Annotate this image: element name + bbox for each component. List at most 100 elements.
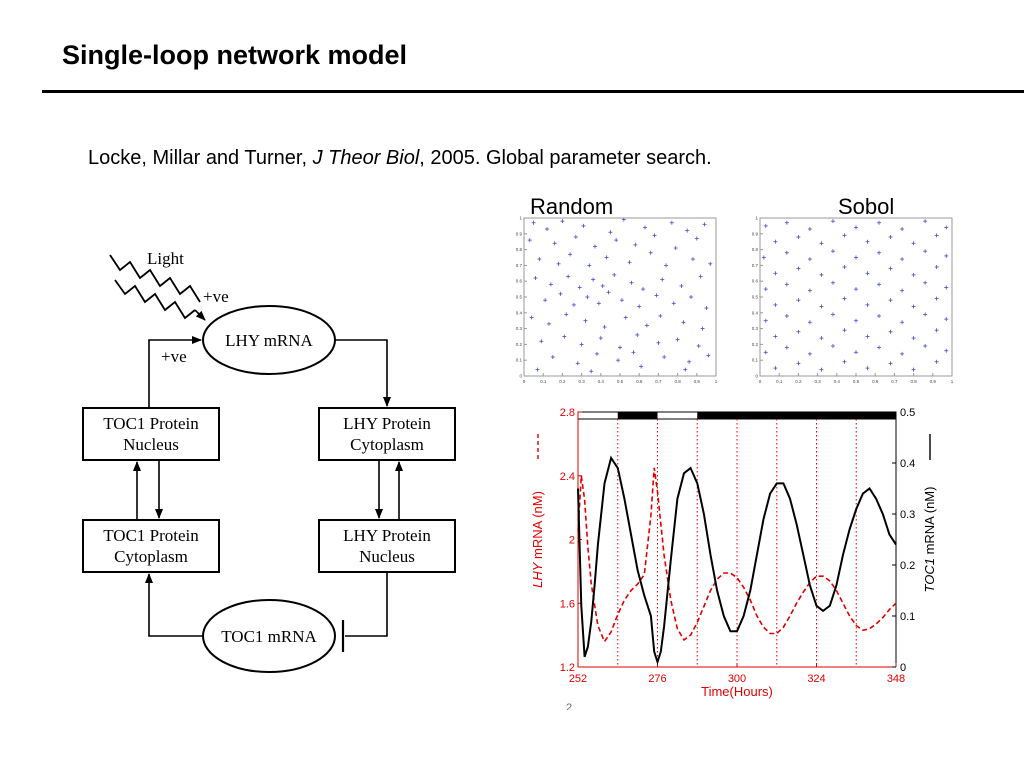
sample-point (842, 264, 847, 269)
sample-point (550, 355, 555, 360)
y-left-gene-name: LHY (530, 561, 545, 588)
citation-year-note: , 2005. Global parameter search. (419, 147, 712, 169)
x-tick-label: 0 (523, 379, 526, 384)
y-left-tick-label: 1.6 (560, 598, 575, 610)
sample-point (944, 348, 949, 353)
y-tick-label: 0.4 (516, 310, 523, 315)
slide-title: Single-loop network model (62, 40, 408, 70)
sample-point (911, 336, 916, 341)
sample-point (865, 366, 870, 371)
y-tick-label: 0.3 (752, 326, 759, 331)
sample-point (698, 274, 703, 279)
sample-point (587, 263, 592, 268)
x-tick-label: 252 (569, 673, 587, 685)
x-tick-label: 0.4 (834, 379, 841, 384)
x-tick-label: 0.9 (930, 379, 937, 384)
sample-point (627, 260, 632, 265)
sample-point (673, 246, 678, 251)
y-tick-label: 0.2 (516, 342, 523, 347)
sample-point (900, 320, 905, 325)
sample-point (664, 263, 669, 268)
sample-point (566, 274, 571, 279)
sample-point (911, 241, 916, 246)
sample-point (648, 250, 653, 255)
x-tick-label: 0.3 (814, 379, 821, 384)
y-tick-label: 0.5 (516, 295, 523, 300)
sample-point (623, 315, 628, 320)
sample-point (773, 271, 778, 276)
x-tick-label: 0.1 (776, 379, 783, 384)
sample-point (900, 227, 905, 232)
sample-point (888, 329, 893, 334)
x-tick-label: 0.6 (636, 379, 643, 384)
x-tick-label: 0.5 (853, 379, 860, 384)
sample-point (631, 350, 636, 355)
sample-point (669, 220, 674, 225)
sample-point (865, 271, 870, 276)
y-left-tick-label: 1.2 (560, 662, 575, 674)
sample-point (604, 255, 609, 260)
sample-point (527, 238, 532, 243)
sample-point (877, 282, 882, 287)
sample-point (842, 359, 847, 364)
y-left-unit: mRNA (nM) (530, 491, 545, 563)
y-tick-label: 0.3 (516, 326, 523, 331)
sample-point (637, 304, 642, 309)
light-label: Light (147, 249, 184, 268)
sample-point (571, 302, 576, 307)
x-tick-label: 276 (648, 673, 666, 685)
sample-point (546, 321, 551, 326)
sample-point (830, 312, 835, 317)
sample-point (819, 272, 824, 277)
y-tick-label: 0.6 (752, 279, 759, 284)
sample-point (784, 250, 789, 255)
sample-point (773, 366, 778, 371)
sample-point (552, 241, 557, 246)
plot-frame (523, 217, 717, 377)
y-tick-label: 0.8 (752, 247, 759, 252)
lhy-protein-cytoplasm-node (318, 407, 456, 461)
y-right-axis-label: TOC1 mRNA (nM) (922, 487, 937, 593)
sample-point (639, 364, 644, 369)
sample-point (545, 227, 550, 232)
sample-point (573, 234, 578, 239)
sample-point (807, 227, 812, 232)
toc1-protein-nucleus-label-2: Nucleus (123, 435, 179, 454)
sample-point (602, 325, 607, 330)
y-left-tick-label: 2 (569, 535, 575, 547)
sample-point (662, 355, 667, 360)
sample-point (658, 313, 663, 318)
y-tick-label: 0.7 (752, 263, 759, 268)
y-tick-label: 0.2 (752, 342, 759, 347)
sample-point (593, 244, 598, 249)
y-tick-label: 0 (755, 374, 758, 379)
y-right-unit: mRNA (nM) (922, 487, 937, 559)
sample-point (685, 228, 690, 233)
page-number: 2 (566, 702, 573, 710)
y-tick-label: 0.8 (516, 247, 523, 252)
feedback-effect-label: +ve (161, 347, 187, 366)
sample-point (600, 283, 605, 288)
lhy-mrna-label: LHY mRNA (225, 331, 313, 350)
y-tick-label: 1 (755, 216, 758, 221)
sample-point (934, 296, 939, 301)
sample-point (596, 301, 601, 306)
sample-point (830, 280, 835, 285)
sample-point (704, 306, 709, 311)
y-tick-label: 0.7 (516, 263, 523, 268)
sample-point (568, 252, 573, 257)
sample-point (807, 288, 812, 293)
title-rule (42, 90, 1024, 93)
sample-point (796, 266, 801, 271)
toc1-translation-arrow (145, 573, 203, 637)
toc1-protein-nucleus-node (82, 407, 220, 461)
x-tick-label: 0.4 (598, 379, 605, 384)
network-diagram: Light +ve +ve LHY mRNA TOC1 Protein Nucl… (82, 249, 456, 673)
sample-point (577, 285, 582, 290)
sample-point (854, 318, 858, 323)
sample-point (865, 334, 870, 339)
light-zigzag-icon (109, 254, 201, 303)
sample-point (642, 225, 647, 230)
y-left-tick-label: 2.8 (560, 407, 575, 419)
